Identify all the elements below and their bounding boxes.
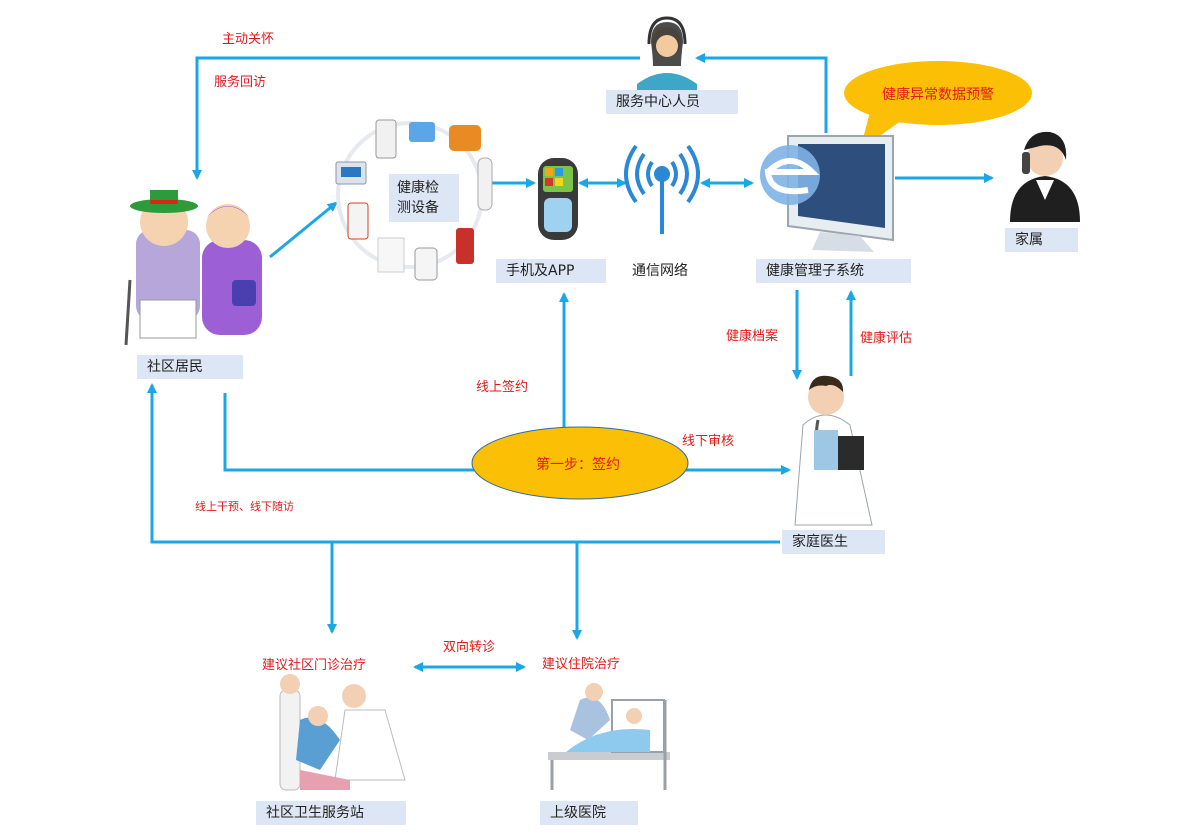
- network-box: 通信网络: [632, 263, 688, 279]
- family-doctor-box: 家庭医生: [782, 530, 885, 554]
- health-devices-box: 健康检测设备: [389, 174, 459, 222]
- arrow-residents-to-signup: [223, 393, 474, 472]
- label-inpatient: 建议住院治疗: [542, 657, 621, 672]
- label-service-visit: 服务回访: [214, 75, 267, 90]
- arrow-system-to-staff: [695, 53, 828, 133]
- elderly-couple-icon: [124, 190, 262, 346]
- community-residents-box: 社区居民: [137, 355, 243, 379]
- phone-icon: [538, 158, 578, 240]
- health-system-box: 健康管理子系统: [756, 259, 911, 283]
- family-box: 家属: [1005, 228, 1078, 252]
- label-active-care: 主动关怀: [222, 32, 275, 47]
- label-health-record: 健康档案: [726, 329, 779, 344]
- clinic-scene-icon: [279, 674, 406, 791]
- label-two-way-referral: 双向转诊: [443, 640, 496, 655]
- phone-app-box: 手机及APP: [496, 259, 606, 283]
- connector-arrows: [147, 53, 994, 672]
- family-doctor-icon: [794, 375, 873, 526]
- arrow-residents-to-devices: [269, 201, 338, 259]
- wireless-network-icon: [624, 144, 700, 234]
- community-station-box: 社区卫生服务站: [256, 801, 406, 825]
- label-health-assess: 健康评估: [860, 331, 913, 346]
- label-outpatient: 建议社区门诊治疗: [262, 658, 367, 673]
- service-staff-headset-icon: [637, 16, 697, 90]
- hospital-bed-scene-icon: [548, 683, 670, 790]
- health-devices-icon: [335, 119, 493, 281]
- label-online-sign: 线上签约: [476, 380, 529, 395]
- label-offline-review: 线下审核: [682, 434, 735, 449]
- computer-icon: [760, 135, 894, 252]
- arrow-doctor-to-residents: [147, 383, 780, 544]
- service-staff-box: 服务中心人员: [606, 90, 738, 114]
- label-step-one: 第一步：签约: [536, 457, 620, 473]
- arrow-staff-to-residents: [192, 56, 640, 180]
- label-health-alert: 健康异常数据预警: [882, 87, 994, 103]
- family-member-icon: [1010, 131, 1080, 222]
- label-intervention: 线上干预、线下随访: [195, 500, 294, 513]
- sign-up-ellipse: [471, 426, 689, 500]
- higher-hospital-box: 上级医院: [540, 801, 638, 825]
